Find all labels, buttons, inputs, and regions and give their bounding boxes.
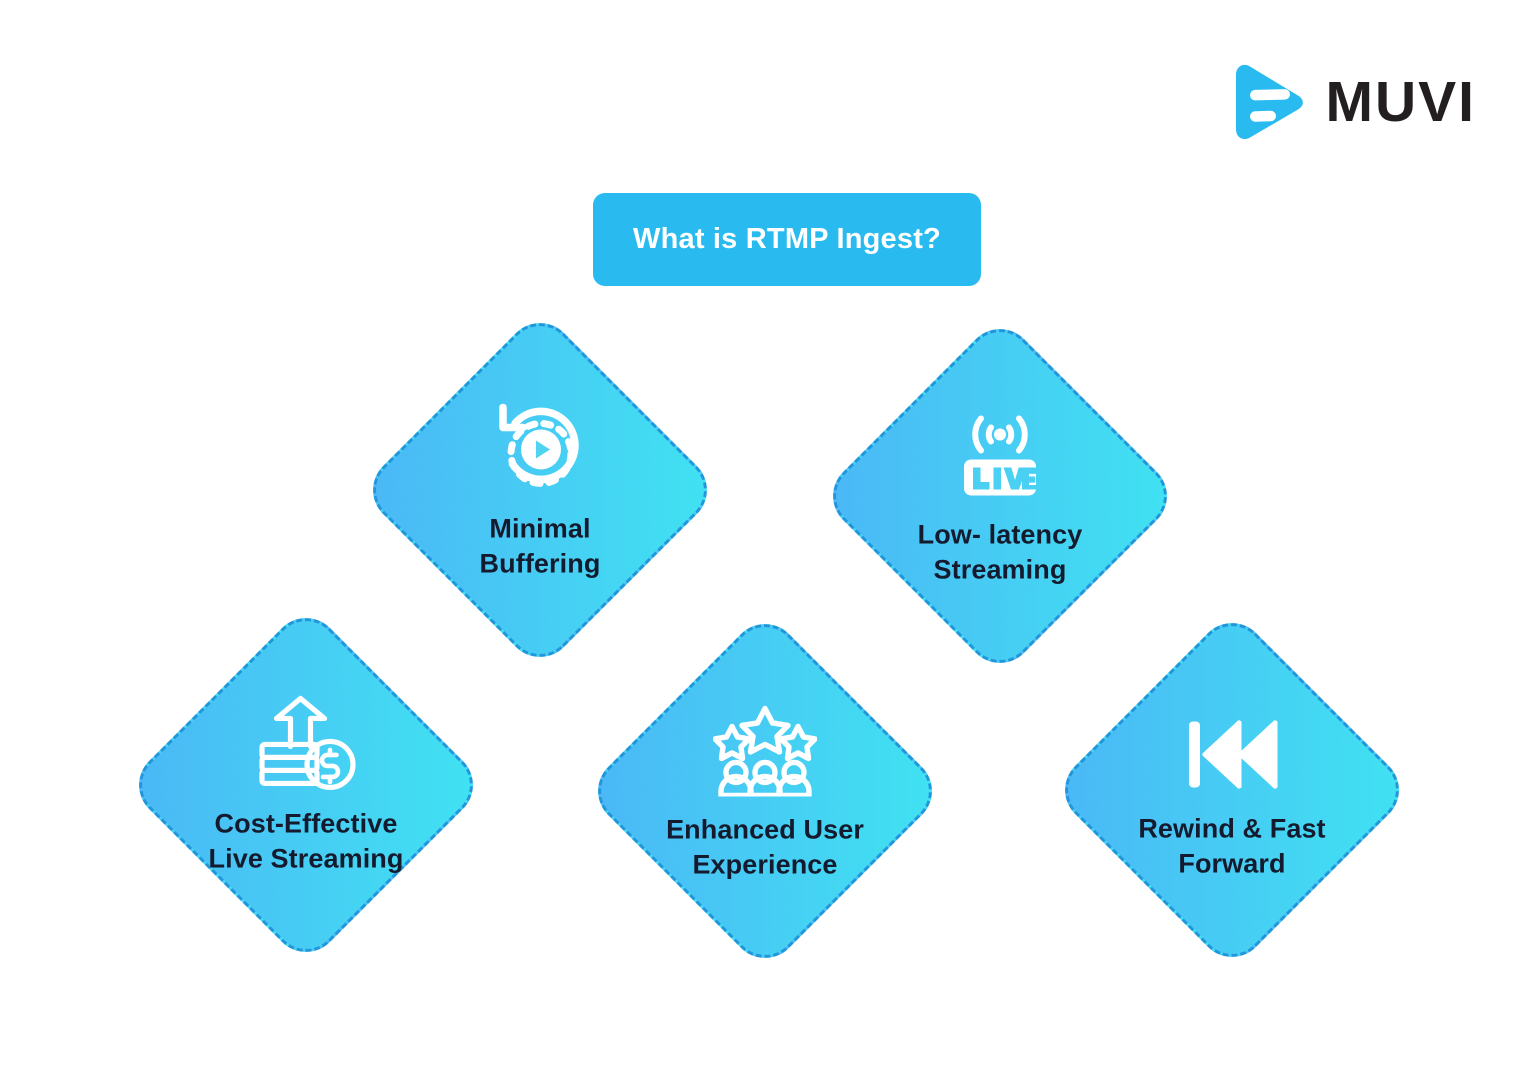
feature-card-rewind-fast-forward[interactable]: Rewind & Fast Forward [1050,608,1414,972]
feature-card-label: Low- latency Streaming [917,519,1083,584]
icon-container [713,700,817,797]
feature-card-minimal-buffering[interactable]: Minimal Buffering [358,308,722,672]
live-broadcast-icon [964,415,1037,496]
icon-container [1183,699,1281,795]
feature-card-low-latency-streaming[interactable]: Low- latency Streaming [818,314,1182,678]
feature-card-label: Enhanced User Experience [666,814,864,879]
page-title-badge: What is RTMP Ingest? [593,193,981,286]
icon-container [254,694,358,791]
muvi-play-logo-icon [1235,64,1303,140]
replay-play-button-icon [499,403,579,487]
rewind-icon [1189,720,1278,789]
brand-name: MUVI [1325,69,1476,134]
icon-container [489,399,591,495]
icon-container [952,405,1048,501]
feature-card-label: Rewind & Fast Forward [1138,813,1326,878]
feature-card-cost-effective-live-streaming[interactable]: Cost-Effective Live Streaming [124,603,488,967]
feature-card-label: Minimal Buffering [479,513,601,578]
feature-card-enhanced-user-experience[interactable]: Enhanced User Experience [583,609,947,973]
page-title: What is RTMP Ingest? [633,223,941,255]
stars-users-rating-icon [713,705,817,797]
coins-growth-arrow-dollar-icon [259,695,356,791]
brand-logo: MUVI [1228,62,1477,142]
feature-card-label: Cost-Effective Live Streaming [208,808,404,873]
